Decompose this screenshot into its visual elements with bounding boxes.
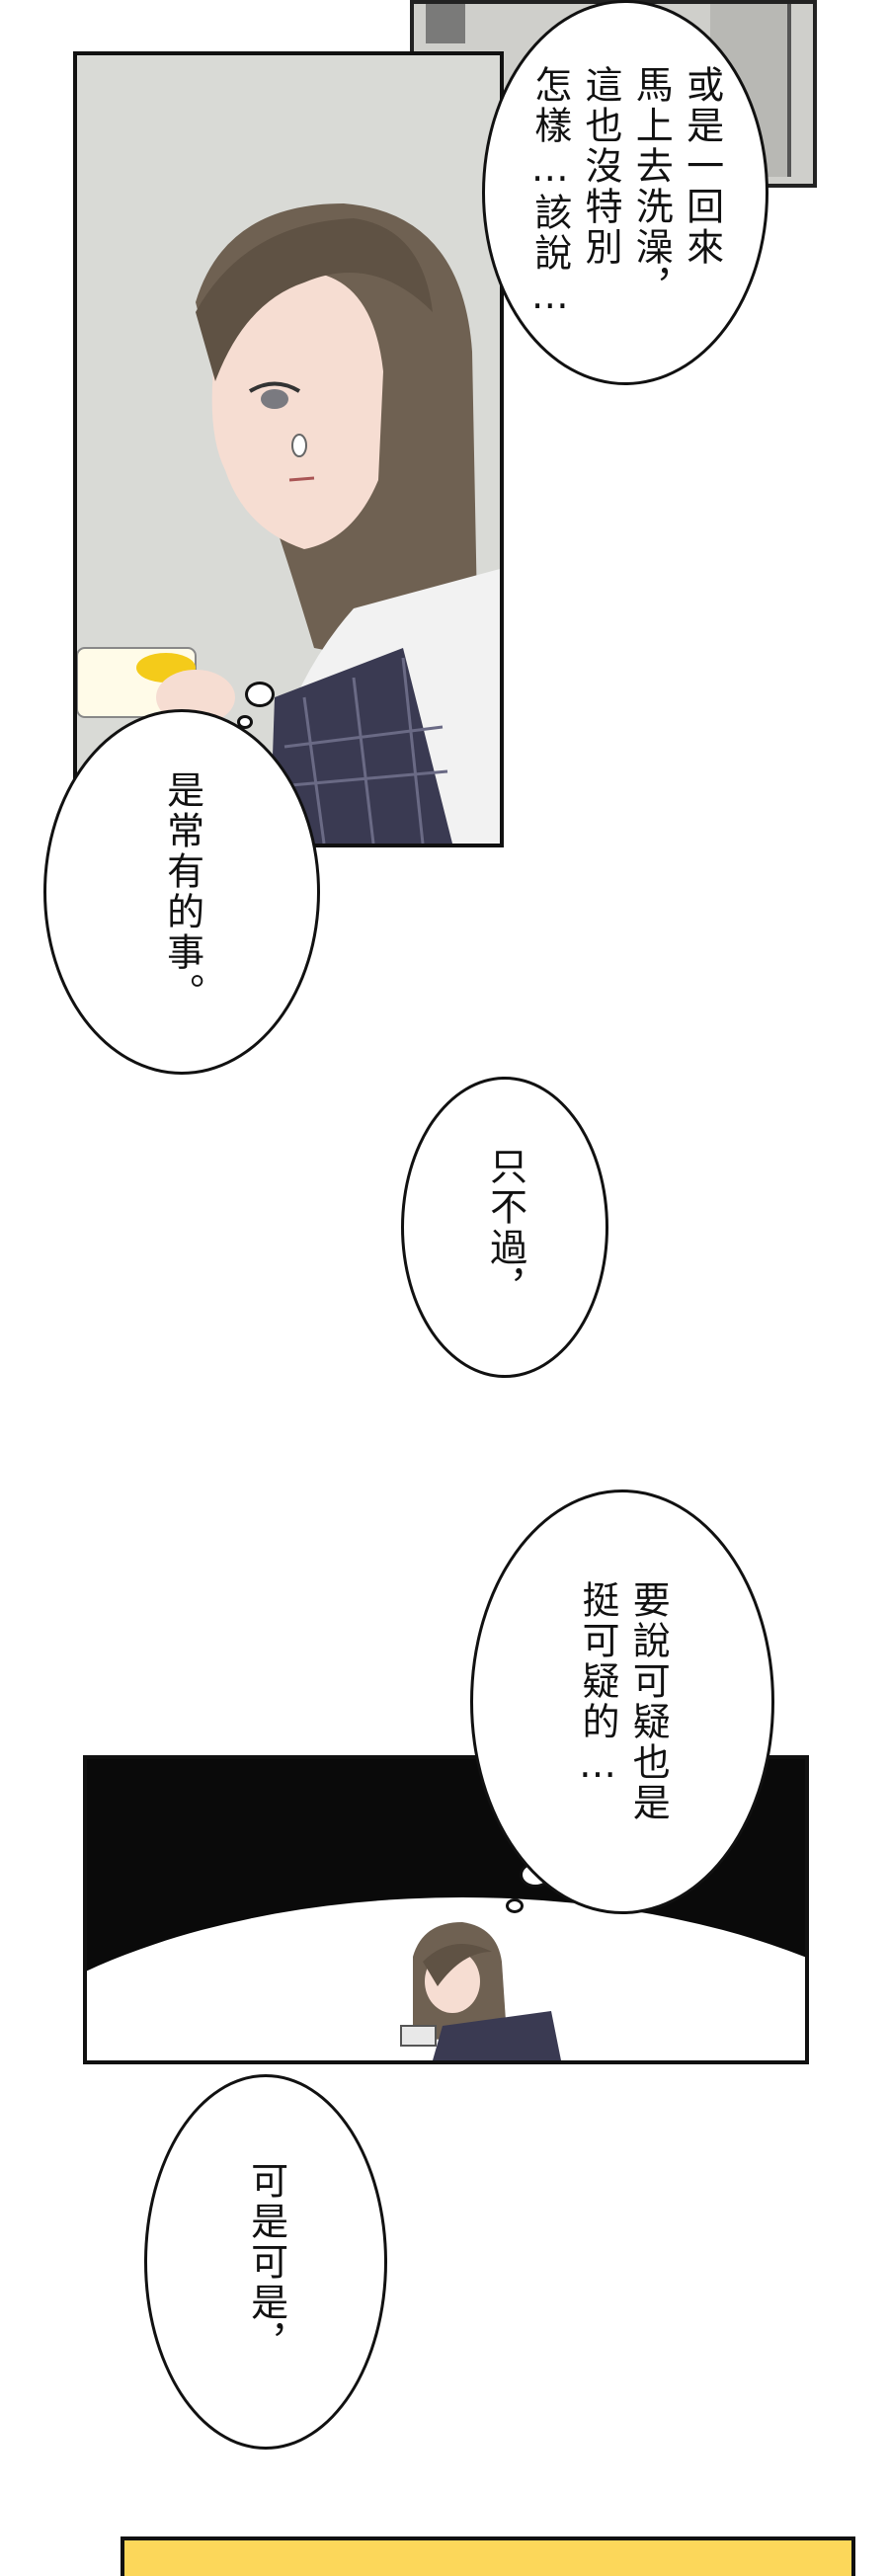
bubble-1-line-2: 馬上去洗澡， [629, 65, 674, 308]
bubble-5-line-1: 可是可是， [244, 2160, 288, 2364]
night-sky-panel [83, 1755, 809, 2064]
thought-dot-small-2 [506, 1898, 524, 1913]
bubble-5-text: 可是可是， [240, 2161, 290, 2364]
bubble-1-line-4: 怎樣…該說… [527, 65, 572, 320]
girl-closeup-panel [73, 51, 504, 847]
next-panel-yellow [121, 2536, 855, 2576]
bubble-3-line-1: 只不過， [483, 1146, 527, 1309]
bubble-4-line-1: 要說可疑也是 [626, 1580, 671, 1823]
bubble-1-text: 或是一回來 馬上去洗澡， 這也沒特別 怎樣…該說… [524, 65, 726, 320]
speech-bubble-5: 可是可是， [144, 2074, 387, 2450]
thought-dot-large-1 [245, 682, 275, 707]
bubble-1-line-3: 這也沒特別 [579, 65, 622, 268]
speech-bubble-4: 要說可疑也是 挺可疑的… [470, 1489, 774, 1914]
bubble-2-text: 是常有的事。 [156, 770, 206, 1013]
thought-dot-small-1 [237, 715, 253, 729]
bubble-2-line-1: 是常有的事。 [160, 770, 204, 1013]
girl-closeup-art [77, 55, 500, 844]
bubble-4-line-2: 挺可疑的… [576, 1580, 619, 1789]
bubble-3-text: 只不過， [479, 1147, 529, 1309]
night-sky-art [87, 1759, 805, 2060]
speech-bubble-3: 只不過， [401, 1077, 608, 1378]
speech-bubble-2: 是常有的事。 [43, 709, 320, 1075]
bubble-1-line-1: 或是一回來 [680, 65, 724, 268]
bubble-4-text: 要說可疑也是 挺可疑的… [572, 1580, 674, 1823]
speech-bubble-1: 或是一回來 馬上去洗澡， 這也沒特別 怎樣…該說… [482, 0, 768, 385]
